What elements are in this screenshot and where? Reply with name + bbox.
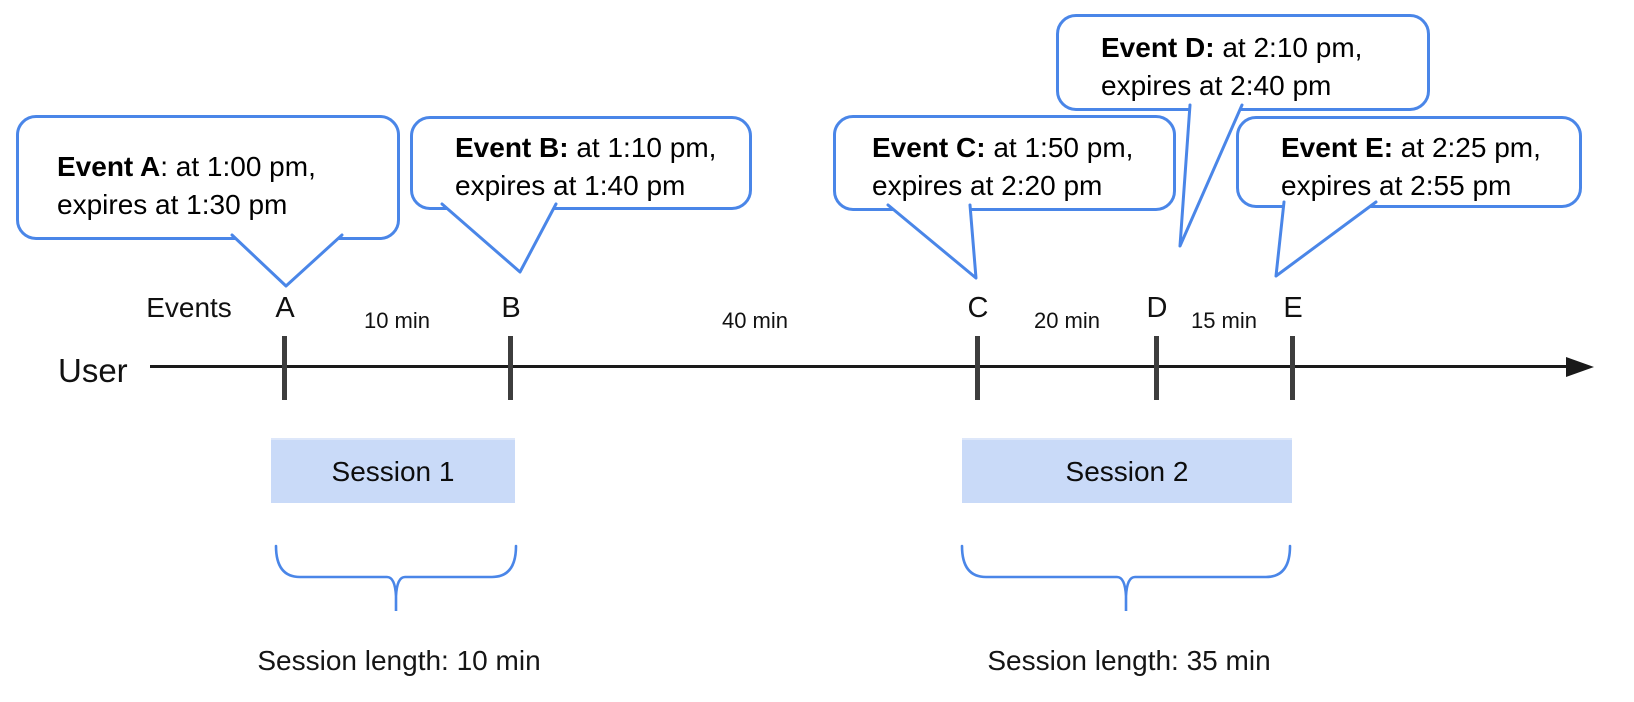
event-e-expiry: expires at 2:55 pm <box>1281 170 1512 201</box>
event-c-callout: Event C: at 1:50 pm, expires at 2:20 pm <box>833 115 1176 211</box>
event-c-mark: C <box>967 292 989 324</box>
event-c-time: at 1:50 pm, <box>985 132 1134 163</box>
tick-event-c <box>975 336 980 400</box>
event-a-callout: Event A: at 1:00 pm, expires at 1:30 pm <box>16 115 400 240</box>
event-b-time: at 1:10 pm, <box>568 132 717 163</box>
events-axis-label: Events <box>146 292 232 323</box>
tick-event-d <box>1154 336 1159 400</box>
event-c-expiry: expires at 2:20 pm <box>872 170 1103 201</box>
session-2-label: Session 2 <box>1065 455 1189 487</box>
session-1-label: Session 1 <box>331 455 455 487</box>
tick-event-a <box>282 336 287 400</box>
event-a-mark: A <box>275 292 295 324</box>
event-d-callout-tail-icon <box>1178 103 1244 248</box>
event-b-callout-tail-icon <box>440 202 558 274</box>
user-axis-label: User <box>58 352 128 389</box>
event-b-expiry: expires at 1:40 pm <box>455 170 686 201</box>
session-1-length-label: Session length: 10 min <box>257 645 541 676</box>
session-2-bar: Session 2 <box>962 438 1292 503</box>
timeline-arrow-icon <box>1566 357 1594 377</box>
event-c-callout-line1: Event C: at 1:50 pm, <box>872 129 1165 167</box>
tick-event-e <box>1290 336 1295 400</box>
event-a-title: Event A <box>57 151 161 182</box>
interval-c-d-label: 20 min <box>1033 308 1101 333</box>
interval-b-c-label: 40 min <box>721 308 789 333</box>
tick-event-b <box>508 336 513 400</box>
event-d-callout: Event D: at 2:10 pm, expires at 2:40 pm <box>1056 14 1430 111</box>
interval-d-e-label: 15 min <box>1190 308 1258 333</box>
session-1-bar: Session 1 <box>271 438 515 503</box>
event-d-title: Event D: <box>1101 32 1215 63</box>
event-d-mark: D <box>1146 292 1168 324</box>
event-c-callout-tail-icon <box>886 203 978 280</box>
session-1-brace-icon <box>274 544 518 611</box>
event-e-callout: Event E: at 2:25 pm, expires at 2:55 pm <box>1236 116 1582 208</box>
session-2-length-label: Session length: 35 min <box>987 645 1271 676</box>
event-d-callout-line1: Event D: at 2:10 pm, <box>1101 29 1419 67</box>
event-b-mark: B <box>501 292 521 324</box>
interval-a-b-label: 10 min <box>363 308 431 333</box>
event-d-time: at 2:10 pm, <box>1214 32 1363 63</box>
event-a-time: : at 1:00 pm, <box>160 151 316 182</box>
event-b-callout: Event B: at 1:10 pm, expires at 1:40 pm <box>410 116 752 210</box>
event-e-time: at 2:25 pm, <box>1393 132 1541 163</box>
timeline-axis <box>150 365 1574 368</box>
event-e-title: Event E: <box>1281 132 1394 163</box>
event-a-expiry: expires at 1:30 pm <box>57 189 288 220</box>
event-e-callout-tail-icon <box>1274 200 1378 278</box>
event-a-callout-tail-icon <box>230 233 344 288</box>
event-c-title: Event C: <box>872 132 986 163</box>
event-b-title: Event B: <box>455 132 569 163</box>
event-a-callout-line1: Event A: at 1:00 pm, <box>57 148 387 186</box>
event-e-mark: E <box>1283 292 1303 324</box>
event-b-callout-line1: Event B: at 1:10 pm, <box>455 129 741 167</box>
session-2-brace-icon <box>960 544 1292 611</box>
event-d-expiry: expires at 2:40 pm <box>1101 70 1332 101</box>
event-e-callout-line1: Event E: at 2:25 pm, <box>1281 129 1571 167</box>
